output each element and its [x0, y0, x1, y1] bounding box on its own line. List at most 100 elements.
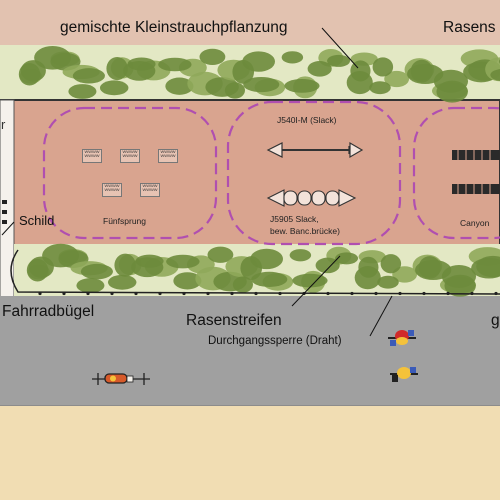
leader-barrier [369, 295, 393, 337]
shrub-blob [99, 80, 129, 96]
fence-post [350, 291, 354, 296]
canyon-bar-2 [452, 184, 500, 194]
shrub-blob [372, 57, 394, 77]
zone-middle-outline [226, 100, 402, 246]
shrub-blob [436, 80, 468, 103]
shrub-blob [384, 70, 410, 88]
label-bike-rack: Fahrradbügel [2, 303, 95, 320]
shrub-blob [354, 266, 381, 290]
label-lawn-strip-right: g [491, 312, 500, 329]
fence-post [470, 291, 474, 296]
fence-post [86, 291, 90, 296]
leader-shrubs [321, 27, 359, 69]
leader-lawn-strip [291, 255, 341, 307]
bicycle-icon [92, 373, 150, 385]
cyclist-icon [390, 367, 418, 382]
zone-left-name: Fünfsprung [103, 216, 146, 226]
label-shrubs: gemischte Kleinstrauchpflanzung [60, 19, 288, 36]
shrub-blob [34, 45, 72, 70]
fence-post [422, 291, 426, 296]
shrub-blob [380, 254, 402, 274]
cyclist-icon [388, 330, 416, 346]
shrub-blob [242, 51, 275, 72]
shrub-blob [68, 84, 97, 99]
jump-box: WWWW WWWW [120, 149, 140, 163]
fence-post [110, 291, 114, 296]
jump-box: WWWW WWWW [82, 149, 102, 163]
shrub-blob [123, 60, 156, 81]
shrub-blob [72, 68, 105, 84]
fence-post [158, 291, 162, 296]
shrub-blob [292, 273, 328, 288]
sand-top [0, 0, 500, 48]
label-left-edge: r [1, 117, 6, 132]
zone-middle-top-label: J540I-M (Slack) [277, 115, 337, 125]
shrub-blob [281, 51, 304, 64]
leader-sign [1, 221, 15, 236]
shrub-blob [369, 81, 391, 95]
shrub-blob [166, 254, 200, 269]
shrub-blob [199, 48, 226, 66]
shrub-blob [471, 257, 500, 279]
jump-box: WWWW WWWW [158, 149, 178, 163]
bike-rack-icon [2, 200, 7, 224]
shrub-blob [106, 57, 128, 81]
fence-post [230, 291, 234, 296]
fence-post [38, 291, 42, 296]
shrub-blob [173, 272, 202, 290]
fence-post [446, 291, 450, 296]
shrub-blob [346, 71, 373, 95]
jump-box: WWWW WWWW [102, 183, 122, 197]
label-lawn-top: Rasens [443, 19, 496, 36]
label-barrier: Durchgangssperre (Draht) [208, 335, 342, 347]
shrub-blob [243, 76, 280, 93]
shrub-row-bottom [26, 243, 500, 297]
shrub-blob [250, 248, 283, 270]
shrub-blob [76, 278, 105, 293]
jump-box: WWWW WWWW [140, 183, 160, 197]
balance-bridge-icon [266, 189, 357, 207]
shrub-blob [392, 266, 418, 283]
label-sign: Schild [19, 213, 55, 228]
fence-post [374, 291, 378, 296]
shrub-blob [490, 69, 500, 81]
shrub-blob [114, 253, 136, 277]
shrub-blob [289, 249, 312, 262]
barrier-fence [10, 249, 500, 295]
fence-post [278, 291, 282, 296]
label-lawn-strip: Rasenstreifen [186, 312, 282, 329]
shrub-blob [232, 276, 253, 293]
slackline-icon [266, 141, 364, 159]
fence-post [62, 291, 66, 296]
canyon-bar-1 [452, 150, 500, 160]
shrub-blob [284, 79, 320, 93]
shrub-blob [315, 257, 340, 274]
shrub-blob [158, 57, 192, 72]
shrub-blob [251, 271, 288, 287]
sand-bottom [0, 406, 500, 500]
fence-post [326, 291, 330, 296]
road [0, 296, 500, 406]
zone-middle-bottom-label-1: J5905 Slack, [270, 214, 319, 224]
zone-right-name: Canyon [460, 218, 490, 228]
fence-post [206, 291, 210, 296]
shrub-blob [107, 274, 137, 290]
shrub-blob [131, 257, 164, 278]
fence-post [254, 291, 258, 296]
shrub-blob [42, 243, 80, 268]
zone-left-outline [42, 106, 218, 240]
shrub-blob [335, 252, 359, 265]
zone-middle-bottom-label-2: bew. Banc.brücke) [270, 226, 340, 236]
shrub-blob [377, 275, 399, 289]
plan-area [0, 99, 500, 247]
canyon-bar-pattern [457, 150, 491, 194]
fence-post [182, 291, 186, 296]
shrub-blob [327, 54, 351, 67]
shrub-blob [80, 263, 113, 280]
shrub-row-top [18, 45, 500, 103]
shrub-blob [444, 274, 476, 297]
shrub-blob [307, 61, 332, 77]
zone-right-outline [412, 106, 500, 240]
